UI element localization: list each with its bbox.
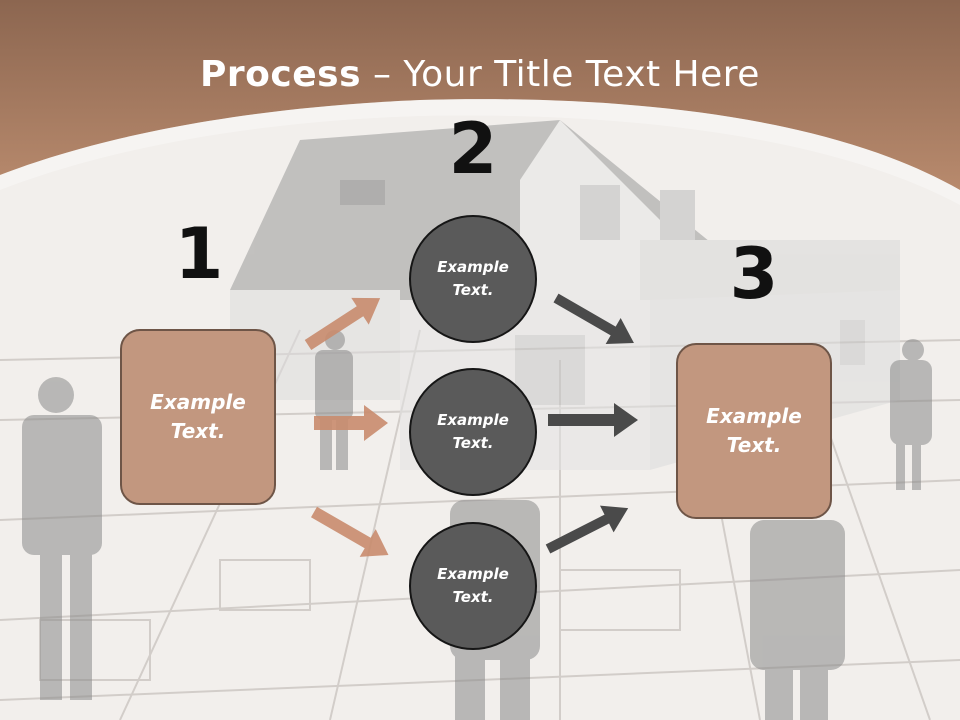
circle-1-line2: Text. — [452, 281, 494, 299]
step-number-3: 3 — [729, 233, 779, 315]
step-number-1: 1 — [174, 213, 224, 295]
title-bold: Process — [200, 54, 362, 95]
left-text-box[interactable]: Example Text. — [120, 329, 276, 505]
circle-3-line1: Example — [437, 565, 509, 583]
circle-3-line2: Text. — [452, 588, 494, 606]
circle-1-line1: Example — [437, 258, 509, 276]
circle-step-3[interactable]: Example Text. — [409, 522, 537, 650]
circle-2-line1: Example — [437, 411, 509, 429]
step-number-2: 2 — [448, 108, 498, 190]
circle-step-1[interactable]: Example Text. — [409, 215, 537, 343]
left-box-line2: Text. — [170, 419, 226, 443]
right-text-box[interactable]: Example Text. — [676, 343, 832, 519]
circle-2-line2: Text. — [452, 434, 494, 452]
title-rest: – Your Title Text Here — [361, 54, 760, 95]
left-box-line1: Example — [150, 390, 246, 414]
right-box-line1: Example — [706, 404, 802, 428]
right-box-line2: Text. — [726, 433, 782, 457]
slide-title: Process – Your Title Text Here — [0, 54, 960, 95]
circle-step-2[interactable]: Example Text. — [409, 368, 537, 496]
